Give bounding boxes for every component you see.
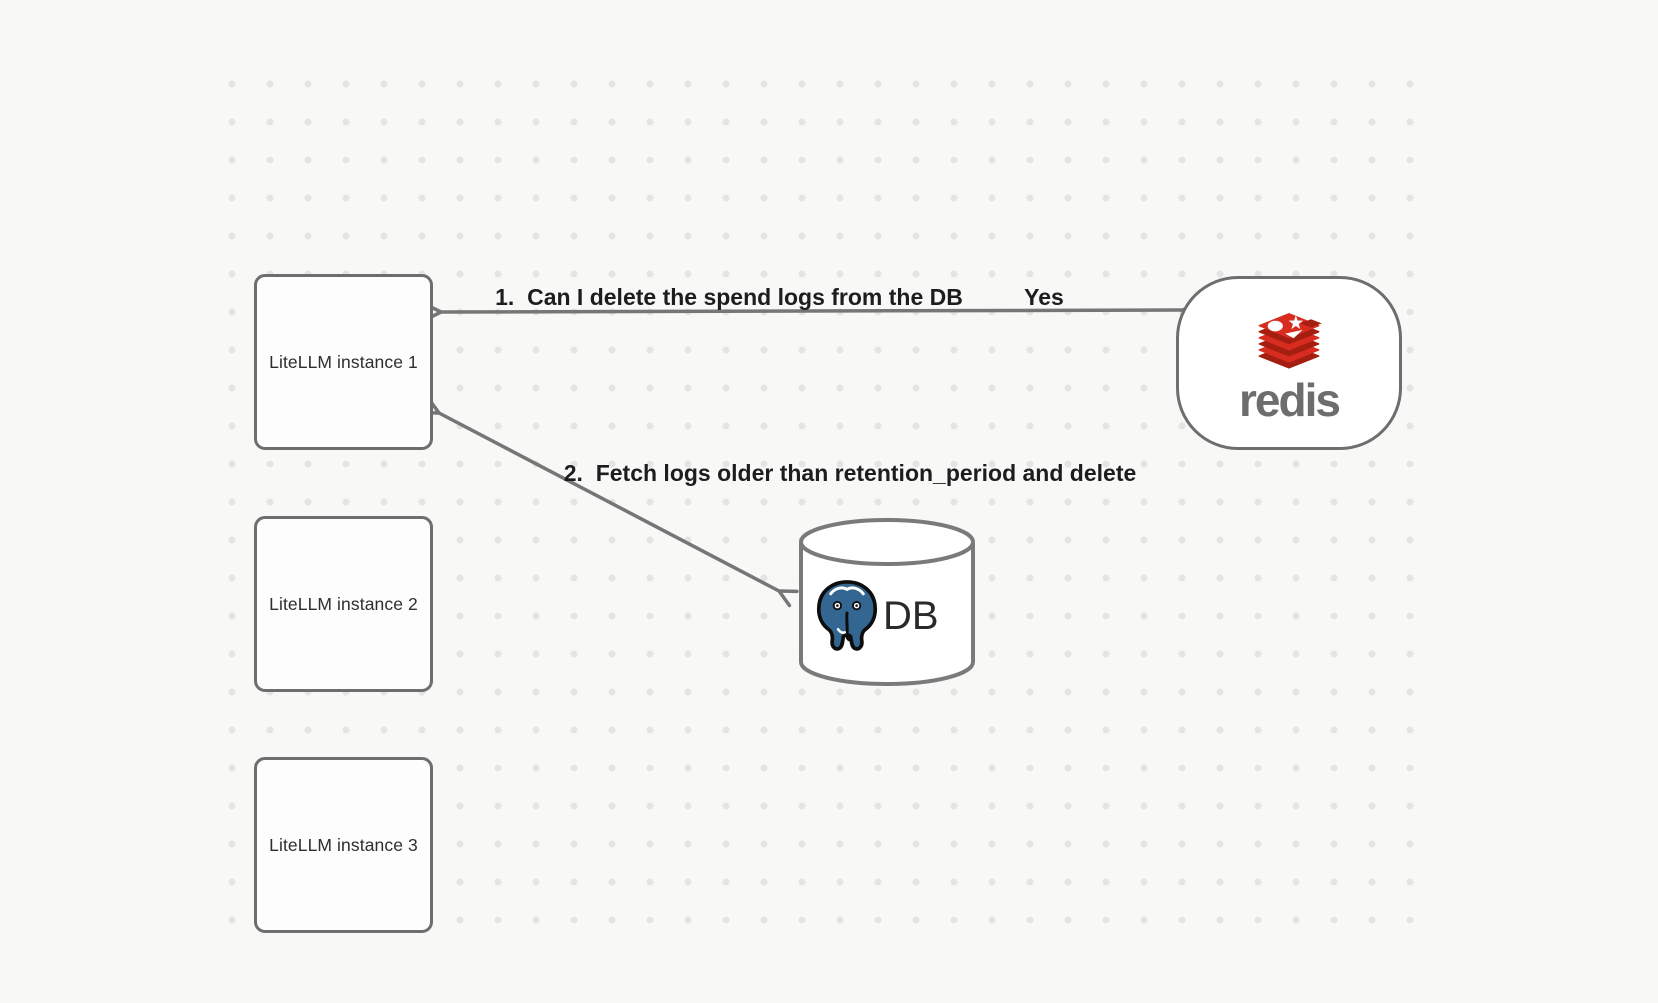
node-litellm-instance-2[interactable]: LiteLLM instance 2 xyxy=(254,516,433,692)
postgresql-logo-icon xyxy=(816,580,878,651)
database-cylinder-shape xyxy=(799,518,975,686)
db-node-label: DB xyxy=(883,594,939,638)
edge1-response-label: Yes xyxy=(1024,284,1064,310)
node-label: LiteLLM instance 1 xyxy=(269,351,418,372)
arrow-instance1-redis[interactable] xyxy=(423,300,1201,322)
redis-logo-icon xyxy=(1258,313,1322,369)
edge1-label: 1. Can I delete the spend logs from the … xyxy=(495,284,963,310)
node-label: LiteLLM instance 3 xyxy=(269,834,418,855)
node-litellm-instance-1[interactable]: LiteLLM instance 1 xyxy=(254,274,433,450)
node-redis[interactable]: redis xyxy=(1176,276,1402,450)
arrow-instance1-db[interactable] xyxy=(419,396,799,608)
node-label: LiteLLM instance 2 xyxy=(269,593,418,614)
edge2-label: 2. Fetch logs older than retention_perio… xyxy=(563,460,1137,486)
redis-wordmark: redis xyxy=(1239,374,1341,426)
node-db[interactable]: DB xyxy=(797,516,977,688)
node-litellm-instance-3[interactable]: LiteLLM instance 3 xyxy=(254,757,433,933)
